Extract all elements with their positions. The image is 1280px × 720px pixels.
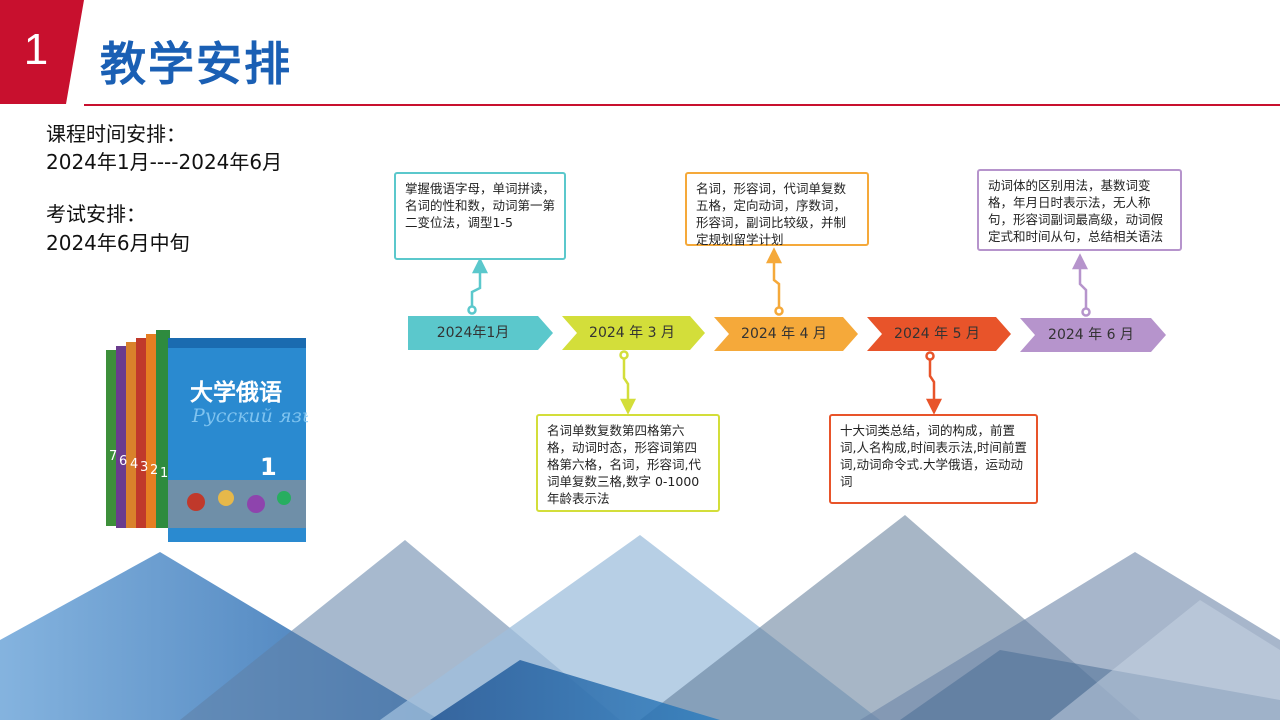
timeline-label-2: 2024 年 3 月: [589, 325, 675, 341]
timeline-label-5: 2024 年 6 月: [1048, 327, 1134, 343]
spine-number: 3: [140, 460, 148, 475]
timeline-label-3: 2024 年 4 月: [741, 326, 827, 342]
spine-number: 4: [130, 457, 138, 472]
exam-time: 2024年6月中旬: [46, 231, 190, 255]
timeline-note-3: 名词，形容词，代词单复数五格，定向动词，序数词，形容词，副词比较级，并制定规划留…: [685, 172, 869, 247]
timeline-note-2: 名词单数复数第四格第六格，动词时态，形容词第四格第六格，名词，形容词,代词单复数…: [536, 414, 720, 512]
page-title: 教学安排: [100, 37, 292, 91]
course-time-label: 课程时间安排：: [46, 122, 186, 146]
timeline-note-1: 掌握俄语字母，单词拼读，名词的性和数，动词第一第二变位法，调型1-5: [394, 172, 566, 260]
book-volume: 1: [260, 453, 277, 481]
course-time-range: 2024年1月----2024年6月: [46, 150, 283, 174]
timeline-label-1: 2024年1月: [436, 325, 510, 341]
exam-label: 考试安排：: [46, 202, 146, 226]
timeline-arrow-3: [714, 317, 858, 351]
timeline-label-4: 2024 年 5 月: [894, 326, 980, 342]
connector-2: [619, 350, 637, 415]
connector-1: [467, 257, 489, 315]
timeline-arrow-2: [562, 316, 705, 350]
header-divider: [84, 104, 1280, 106]
timeline-arrow-5: [1020, 318, 1166, 352]
book-title: 大学俄语: [190, 379, 282, 406]
spine-number: 6: [119, 454, 127, 469]
spine-number: 2: [150, 463, 158, 478]
section-number: 1: [23, 25, 49, 74]
connector-5: [1071, 253, 1091, 317]
textbook-image: 7 6 4 3 2 1 大学俄语 Русский язык 1: [106, 330, 308, 542]
connector-3: [765, 247, 784, 316]
section-number-block: [0, 0, 84, 104]
spine-number: 1: [160, 466, 168, 481]
timeline-note-5: 动词体的区别用法，基数词变格，年月日时表示法，无人称句，形容词副词最高级，动词假…: [977, 169, 1182, 251]
timeline-note-4: 十大词类总结，词的构成，前置词,人名构成,时间表示法,时间前置词,动词命令式.大…: [829, 414, 1038, 504]
timeline-arrow-4: [867, 317, 1011, 351]
book-subtitle: Русский язык: [191, 405, 308, 427]
connector-4: [925, 351, 943, 415]
spine-number: 7: [109, 449, 117, 464]
timeline-arrow-1: [408, 316, 553, 350]
